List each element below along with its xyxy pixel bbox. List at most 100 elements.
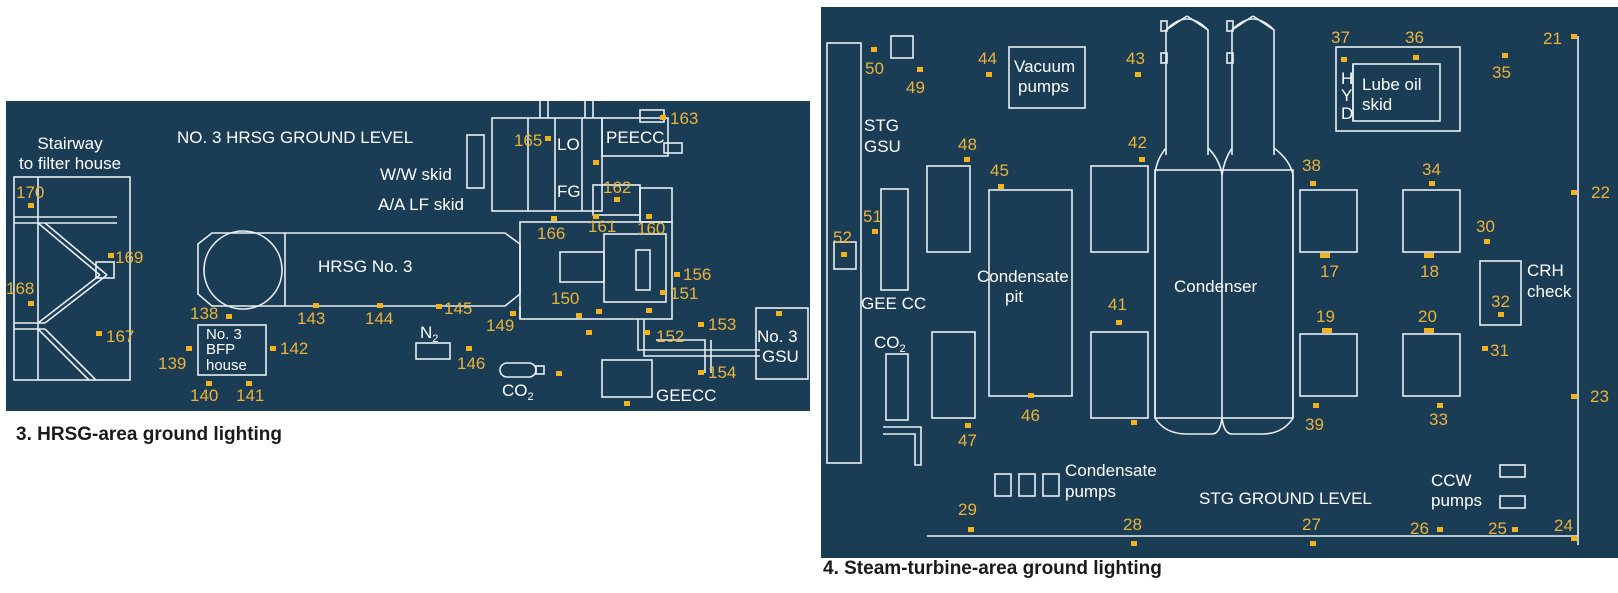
light-fixture: [377, 303, 383, 308]
fixture-19-label: 19: [1316, 307, 1335, 326]
stg-light-fixtures: [841, 34, 1577, 546]
light-fixture: [28, 301, 34, 306]
light-fixture: [1571, 394, 1577, 399]
light-fixture: [1571, 536, 1577, 541]
hrsg-title: NO. 3 HRSG GROUND LEVEL: [177, 128, 413, 147]
fixture-31-label: 31: [1490, 341, 1509, 360]
fixture-163-label: 163: [670, 109, 698, 128]
fixture-142-label: 142: [280, 339, 308, 358]
fixture-160-label: 160: [637, 219, 665, 238]
fixture-22-label: 22: [1591, 183, 1610, 202]
hrsg-fixture-numbers: 170 169 168 167 163 165 162 161 160 166 …: [6, 109, 736, 405]
fixture-154-label: 154: [708, 363, 736, 382]
light-fixture: [917, 67, 923, 72]
ccw-pumps-label: CCW: [1431, 471, 1472, 490]
light-fixture: [872, 229, 878, 234]
light-fixture: [593, 160, 599, 165]
light-fixture: [1437, 527, 1443, 532]
fixture-156-label: 156: [683, 265, 711, 284]
light-fixture: [965, 423, 971, 428]
fixture-34-label: 34: [1422, 160, 1441, 179]
gsu-label-2: GSU: [762, 347, 799, 366]
light-fixture: [545, 136, 551, 141]
light-fixture: [624, 401, 630, 406]
fixture-25-label: 25: [1488, 519, 1507, 538]
light-fixture: [96, 331, 102, 336]
fixture-165-label: 165: [514, 131, 542, 150]
light-fixture: [646, 214, 652, 219]
fixture-36-label: 36: [1405, 28, 1424, 47]
light-fixture: [576, 313, 582, 318]
bfp-house-label-3: house: [206, 357, 247, 374]
ccw-pumps-label-2: pumps: [1431, 491, 1482, 510]
light-fixture: [1502, 53, 1508, 58]
co2-label: CO2: [874, 333, 906, 355]
light-fixture: [1484, 239, 1490, 244]
light-fixture: [968, 527, 974, 532]
light-fixture: [28, 203, 34, 208]
light-fixture: [674, 272, 680, 277]
condenser-label: Condenser: [1174, 277, 1258, 296]
fixture-153-label: 153: [708, 315, 736, 334]
fixture-43-label: 43: [1126, 49, 1145, 68]
fixture-138-label: 138: [190, 304, 218, 323]
fixture-150-label: 150: [551, 289, 579, 308]
condensate-pumps-label: Condensate: [1065, 461, 1157, 480]
hyd-label-3: D: [1341, 104, 1353, 123]
gsu-label: No. 3: [757, 327, 798, 346]
hrsg-no3-label: HRSG No. 3: [318, 257, 412, 276]
light-fixture: [1322, 328, 1332, 333]
light-fixture: [108, 253, 114, 258]
aa-lf-skid-label: A/A LF skid: [378, 195, 464, 214]
fixture-26-label: 26: [1410, 519, 1429, 538]
fixture-24-label: 24: [1554, 516, 1573, 535]
fixture-49-label: 49: [906, 78, 925, 97]
fixture-44-label: 44: [978, 49, 997, 68]
bfp-house-label-2: BFP: [206, 341, 235, 358]
light-fixture: [1341, 57, 1347, 62]
fixture-50-label: 50: [865, 59, 884, 78]
vacuum-pumps-label-2: pumps: [1018, 77, 1069, 96]
stg-gsu-label: STG: [864, 116, 899, 135]
fixture-38-label: 38: [1302, 156, 1321, 175]
light-fixture: [1116, 320, 1122, 325]
light-fixture: [1437, 403, 1443, 408]
light-fixture: [246, 381, 252, 386]
fixture-35-label: 35: [1492, 63, 1511, 82]
light-fixture: [986, 72, 992, 77]
fixture-168-label: 168: [6, 279, 34, 298]
fixture-144-label: 144: [365, 309, 393, 328]
hrsg-panel: Stairway to filter house NO. 3 HRSG GROU…: [6, 101, 810, 411]
fixture-47-label: 47: [958, 431, 977, 450]
fixture-46-label: 46: [1021, 406, 1040, 425]
stg-text: STG GSU Vacuum pumps H Y D Lube oil skid…: [861, 57, 1572, 510]
light-fixture: [313, 303, 319, 308]
light-fixture: [1320, 253, 1330, 258]
light-fixture: [206, 381, 212, 386]
light-fixture: [1131, 541, 1137, 546]
light-fixture: [1028, 393, 1034, 398]
fixture-161-label: 161: [588, 217, 616, 236]
light-fixture: [1310, 541, 1316, 546]
hrsg-stairway-label: Stairway: [37, 134, 103, 153]
condensate-pumps-label-2: pumps: [1065, 482, 1116, 501]
gee-cc-label: GEE CC: [861, 294, 926, 313]
light-fixture: [614, 197, 620, 202]
fixture-169-label: 169: [115, 248, 143, 267]
fixture-48-label: 48: [958, 135, 977, 154]
light-fixture: [1413, 55, 1419, 60]
fixture-28-label: 28: [1123, 515, 1142, 534]
fixture-33-label: 33: [1429, 410, 1448, 429]
light-fixture: [1571, 190, 1577, 195]
crh-check-label: CRH: [1527, 261, 1564, 280]
ww-skid-label: W/W skid: [380, 165, 452, 184]
bfp-house-label: No. 3: [206, 326, 242, 343]
hrsg-light-fixtures: [28, 115, 782, 406]
light-fixture: [556, 371, 562, 376]
fixture-21-label: 21: [1543, 29, 1562, 48]
vacuum-pumps-label: Vacuum: [1014, 57, 1075, 76]
hyd-label: H: [1341, 69, 1353, 88]
lube-oil-label-2: skid: [1362, 95, 1392, 114]
fixture-29-label: 29: [958, 500, 977, 519]
